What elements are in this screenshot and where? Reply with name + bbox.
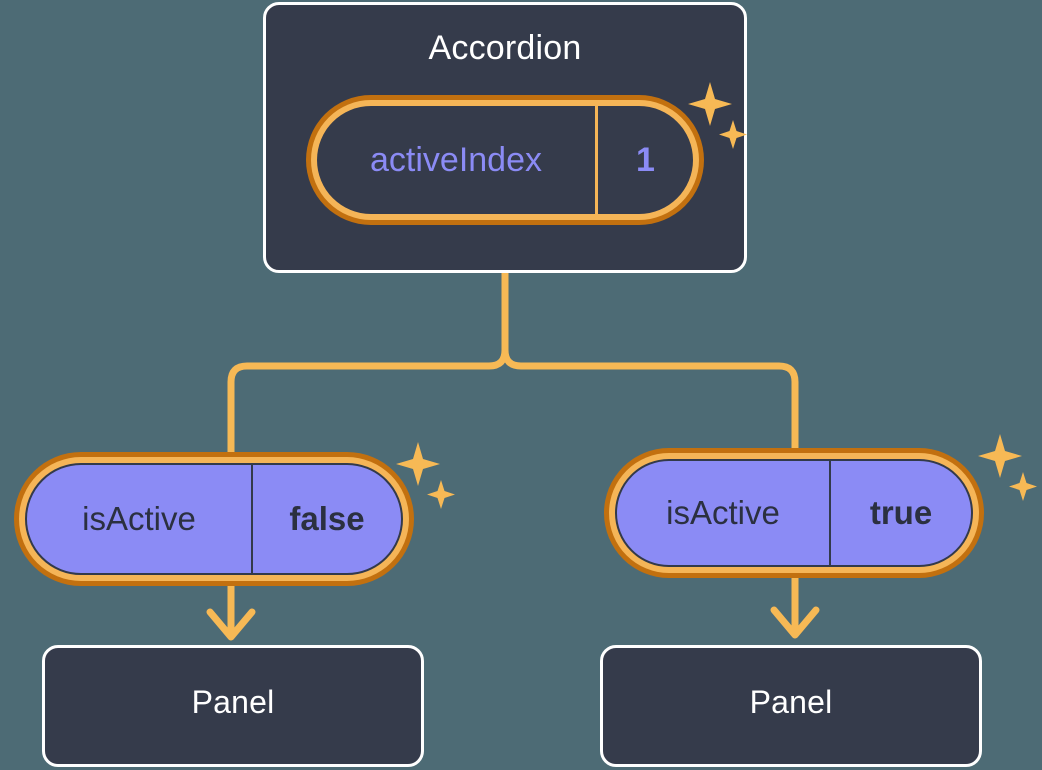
connector-root-to-branches: [227, 269, 799, 456]
state-pill-active-index[interactable]: activeIndex 1: [306, 95, 704, 225]
sparkle-icon: [1009, 472, 1037, 501]
sparkle-icon: [978, 434, 1022, 478]
prop-value-is-active-left: false: [251, 465, 401, 573]
pill-body: isActive false: [25, 463, 403, 575]
panel-node-right[interactable]: Panel: [600, 645, 982, 767]
prop-pill-is-active-right[interactable]: isActive true: [604, 448, 984, 578]
prop-key-is-active-right: isActive: [666, 494, 780, 531]
sparkle-isactive-right: [978, 432, 1040, 504]
connector-left-pill-to-panel: [206, 582, 256, 641]
pill-body: activeIndex 1: [317, 106, 693, 214]
pill-ring-inner: activeIndex 1: [311, 100, 699, 220]
prop-pill-is-active-left[interactable]: isActive false: [14, 452, 414, 586]
pill-ring-inner: isActive false: [19, 457, 409, 581]
prop-value-is-active-right: true: [829, 461, 971, 565]
connector-right-pill-to-panel: [770, 574, 820, 639]
panel-node-left[interactable]: Panel: [42, 645, 424, 767]
state-value-active-index: 1: [595, 106, 693, 214]
pill-ring-inner: isActive true: [609, 453, 979, 573]
arrow-down-icon: [770, 606, 820, 639]
sparkle-icon: [396, 442, 440, 486]
connector-branch-right: [501, 346, 799, 454]
state-key-active-index: activeIndex: [370, 140, 542, 179]
pill-body: isActive true: [615, 459, 973, 567]
prop-key-is-active-left: isActive: [82, 500, 196, 537]
panel-title-left: Panel: [191, 684, 275, 720]
sparkle-icon: [427, 480, 455, 509]
connector-branch-left: [227, 346, 509, 456]
panel-title-right: Panel: [749, 684, 833, 720]
arrow-down-icon: [206, 608, 256, 641]
accordion-title: Accordion: [428, 29, 582, 67]
